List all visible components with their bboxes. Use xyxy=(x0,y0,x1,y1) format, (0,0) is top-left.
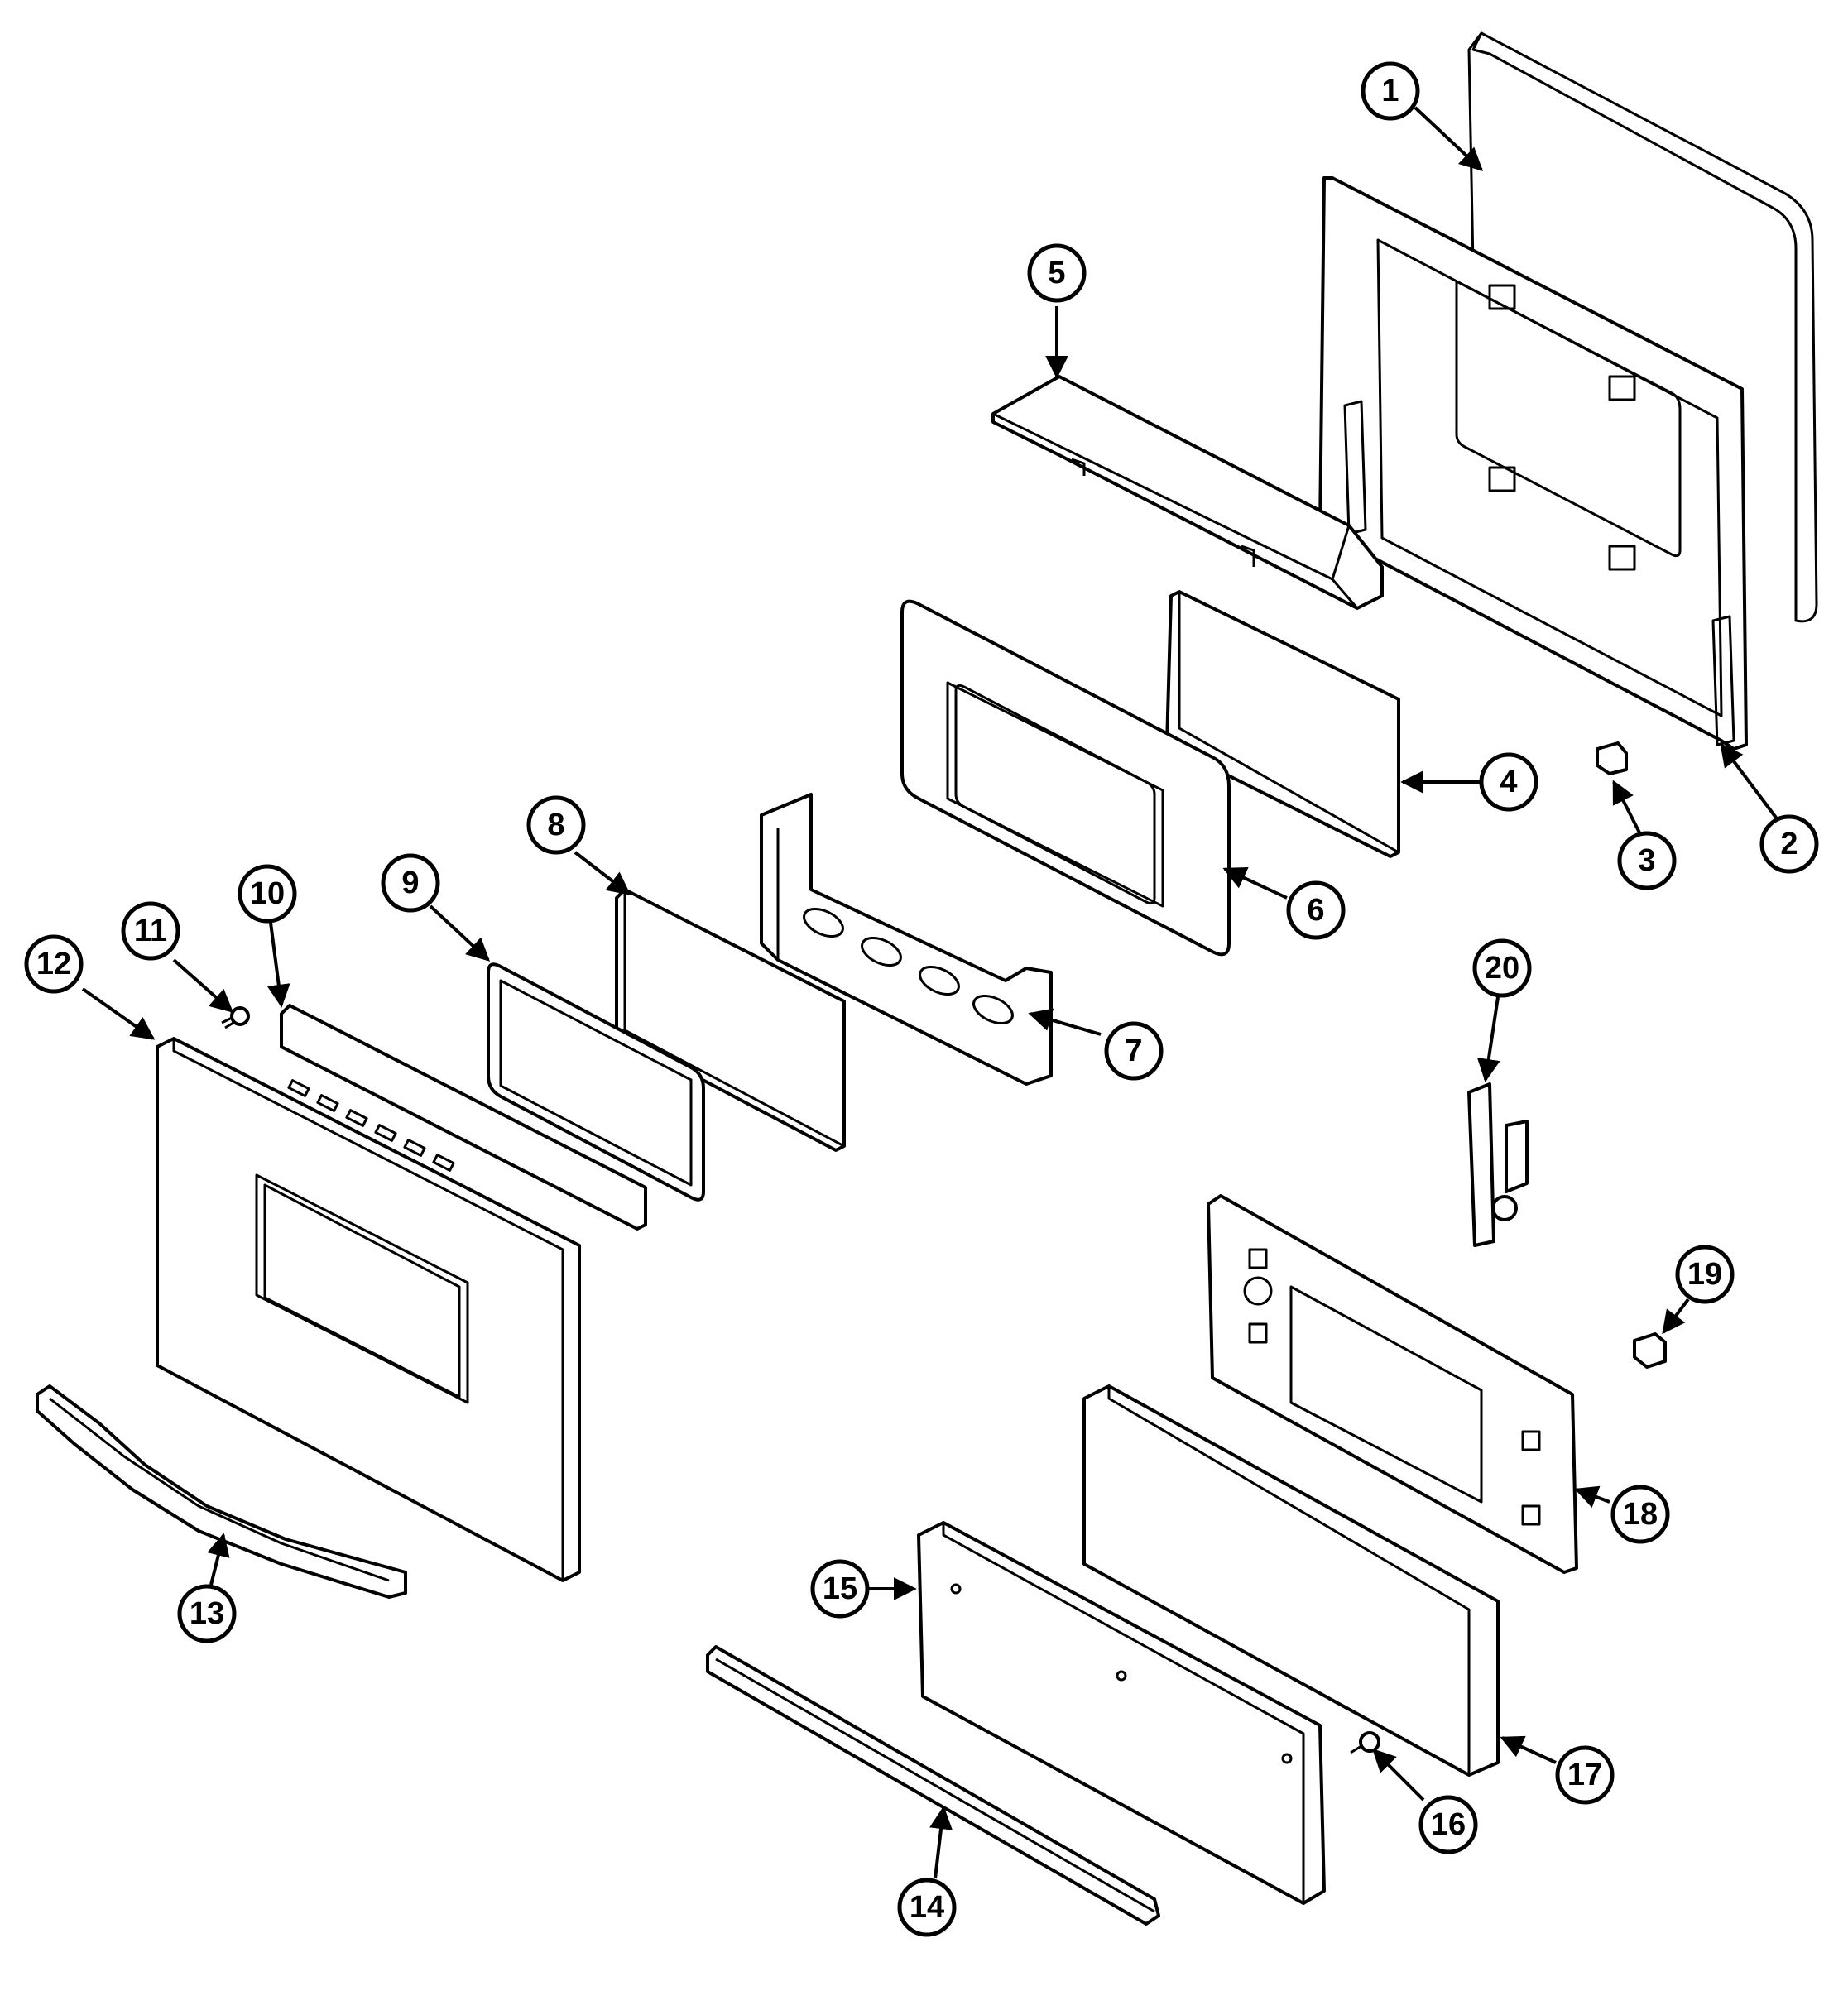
callout-label-20: 20 xyxy=(1485,951,1519,986)
callout-6: 6 xyxy=(1286,880,1346,940)
callout-label-16: 16 xyxy=(1431,1807,1466,1842)
callout-1: 1 xyxy=(1361,61,1420,121)
part-18-drawer-frame xyxy=(1207,1194,1578,1574)
callout-9: 9 xyxy=(381,853,440,913)
callout-2: 2 xyxy=(1759,814,1819,874)
callout-label-4: 4 xyxy=(1500,765,1517,799)
part-5-vent-duct xyxy=(991,375,1384,610)
callout-label-11: 11 xyxy=(134,914,167,948)
part-15-drawer-front xyxy=(917,1521,1326,1905)
callout-19: 19 xyxy=(1675,1245,1735,1304)
part-1-door-gasket xyxy=(1467,31,1818,623)
part-13-door-handle xyxy=(36,1384,407,1599)
callout-label-5: 5 xyxy=(1048,256,1065,290)
callout-12: 12 xyxy=(24,934,84,994)
callout-16: 16 xyxy=(1418,1795,1478,1854)
part-3-clip xyxy=(1596,741,1628,775)
callout-17: 17 xyxy=(1555,1745,1615,1805)
callout-15: 15 xyxy=(810,1559,870,1619)
callout-11: 11 xyxy=(121,901,180,961)
part-9-window-gasket xyxy=(487,962,705,1202)
callout-label-15: 15 xyxy=(823,1571,857,1606)
callout-7: 7 xyxy=(1104,1021,1164,1081)
part-6-door-liner xyxy=(900,599,1231,957)
callout-3: 3 xyxy=(1617,831,1677,890)
callout-label-7: 7 xyxy=(1125,1034,1142,1068)
callout-label-10: 10 xyxy=(250,876,285,911)
callout-20: 20 xyxy=(1472,938,1532,998)
callout-label-14: 14 xyxy=(910,1890,944,1925)
part-19-connector xyxy=(1633,1332,1667,1369)
callout-label-13: 13 xyxy=(190,1596,224,1631)
part-20-hinge xyxy=(1467,1082,1529,1247)
callout-label-6: 6 xyxy=(1307,893,1324,928)
part-12-outer-door-panel xyxy=(156,1037,581,1582)
callout-label-12: 12 xyxy=(36,947,71,981)
leader-lines xyxy=(81,106,1785,1879)
callout-4: 4 xyxy=(1479,752,1538,812)
part-14-drawer-rail xyxy=(706,1645,1160,1926)
callout-8: 8 xyxy=(526,795,586,855)
part-11-screw xyxy=(221,1006,250,1029)
callout-14: 14 xyxy=(897,1878,957,1937)
callout-label-8: 8 xyxy=(547,808,564,842)
callout-18: 18 xyxy=(1610,1485,1670,1544)
callout-label-9: 9 xyxy=(401,866,419,900)
callout-label-18: 18 xyxy=(1623,1497,1658,1532)
callout-label-1: 1 xyxy=(1381,74,1399,108)
callout-label-19: 19 xyxy=(1687,1257,1722,1292)
callout-5: 5 xyxy=(1027,243,1087,303)
part-2-inner-door-panel xyxy=(1318,176,1748,751)
part-17-drawer-insulation xyxy=(1082,1384,1500,1777)
callout-label-17: 17 xyxy=(1567,1758,1602,1792)
callout-10: 10 xyxy=(238,864,297,924)
callout-label-2: 2 xyxy=(1780,827,1798,861)
callout-label-3: 3 xyxy=(1638,843,1655,878)
door-vent-slots xyxy=(287,1079,455,1172)
callout-13: 13 xyxy=(177,1584,237,1643)
part-7-insulation-trough xyxy=(760,793,1053,1086)
part-16-screw xyxy=(1350,1731,1380,1754)
